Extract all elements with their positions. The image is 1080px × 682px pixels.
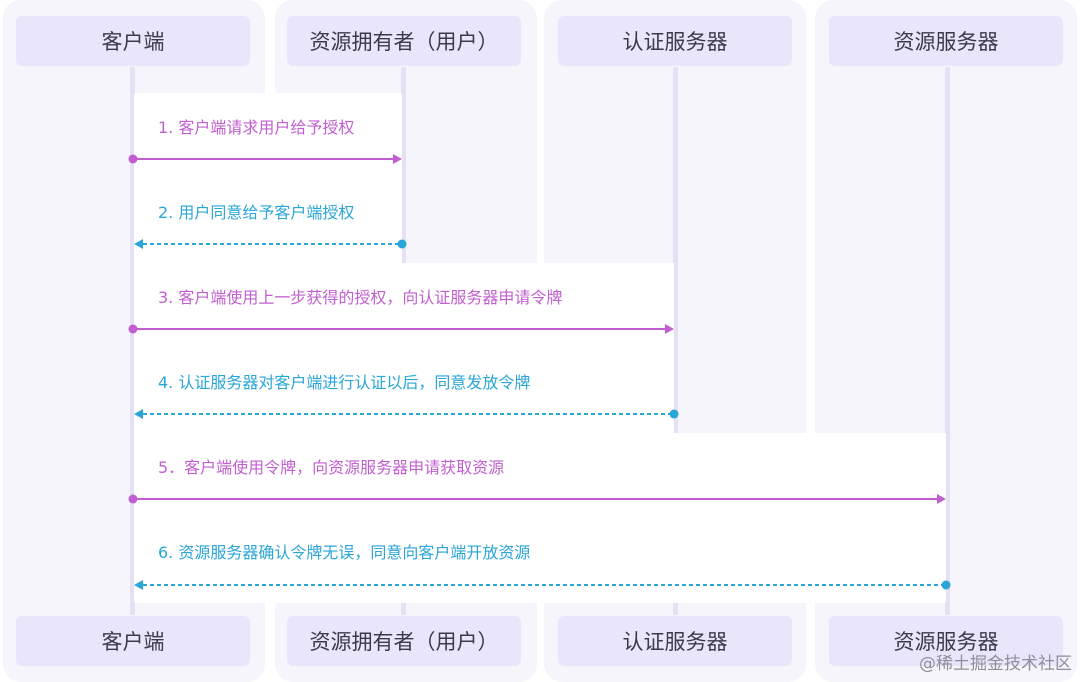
actor-client-bottom: 客户端 bbox=[16, 616, 250, 666]
actor-auth-server-top: 认证服务器 bbox=[558, 16, 792, 66]
message-3-arrow bbox=[128, 324, 674, 334]
actor-resource-owner-top: 资源拥有者（用户） bbox=[287, 16, 521, 66]
message-5-label: 5．客户端使用令牌，向资源服务器申请获取资源 bbox=[158, 458, 505, 477]
message-1-label: 1. 客户端请求用户给予授权 bbox=[158, 118, 355, 137]
message-3-label: 3. 客户端使用上一步获得的授权，向认证服务器申请令牌 bbox=[158, 288, 563, 307]
message-4-arrow bbox=[134, 409, 679, 419]
actor-client-top: 客户端 bbox=[16, 16, 250, 66]
message-6-label: 6. 资源服务器确认令牌无误，同意向客户端开放资源 bbox=[158, 543, 531, 562]
actor-resource-owner-bottom: 资源拥有者（用户） bbox=[287, 616, 521, 666]
actor-auth-server-bottom: 认证服务器 bbox=[558, 616, 792, 666]
message-4-label: 4. 认证服务器对客户端进行认证以后，同意发放令牌 bbox=[158, 373, 531, 392]
message-2-background bbox=[134, 178, 402, 263]
actor-resource-server-bottom: 资源服务器 bbox=[829, 616, 1063, 666]
message-2-label: 2. 用户同意给予客户端授权 bbox=[158, 203, 355, 222]
message-1-arrow bbox=[128, 154, 402, 164]
message-6-background bbox=[134, 518, 946, 603]
watermark: @稀土掘金技术社区 bbox=[919, 654, 1072, 674]
message-4-background bbox=[134, 348, 674, 433]
message-5-background bbox=[134, 433, 946, 518]
lifeline-resource-server bbox=[945, 67, 950, 615]
actor-resource-server-top: 资源服务器 bbox=[829, 16, 1063, 66]
message-3-background bbox=[134, 263, 674, 348]
message-5-arrow bbox=[128, 494, 946, 504]
lifeline-client bbox=[130, 67, 135, 615]
message-6-arrow bbox=[134, 580, 951, 590]
message-1-background bbox=[134, 93, 402, 178]
lifeline-auth-server bbox=[673, 67, 678, 615]
message-2-arrow bbox=[134, 239, 407, 249]
